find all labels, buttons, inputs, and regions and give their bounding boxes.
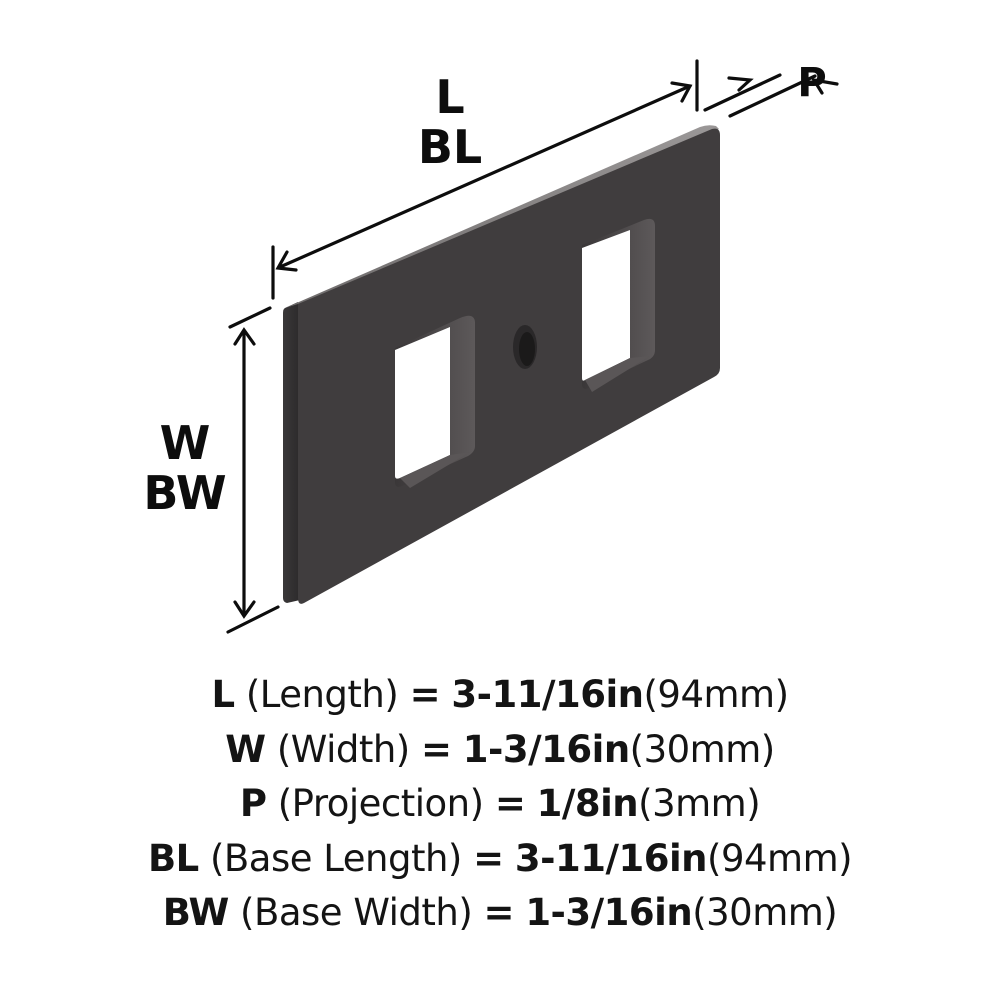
spec-width: W (Width) = 1-3/16in(30mm): [0, 723, 1000, 778]
spec-desc: (Projection): [277, 782, 484, 825]
spec-equals: =: [473, 836, 504, 880]
spec-abbr: BL: [147, 836, 199, 880]
length-dimension-label: L BL: [385, 72, 515, 172]
spec-abbr: P: [239, 782, 267, 825]
length-dimension: [271, 59, 699, 300]
spec-desc: (Base Length): [209, 836, 462, 880]
spec-desc: (Base Width): [240, 891, 473, 934]
spec-metric: (30mm): [629, 727, 776, 771]
spec-imperial: 1-3/16in: [525, 891, 693, 934]
spec-length: L (Length) = 3-11/16in(94mm): [0, 668, 1000, 723]
spec-imperial: 1-3/16in: [462, 727, 630, 771]
spec-metric: (3mm): [638, 782, 761, 825]
label-bl: BL: [417, 120, 483, 174]
spec-metric: (94mm): [707, 836, 853, 880]
spec-equals: =: [409, 673, 441, 716]
spec-equals: =: [494, 782, 526, 825]
spec-desc: (Length): [245, 673, 399, 716]
projection-dimension: [703, 73, 839, 118]
spec-projection: P (Projection) = 1/8in(3mm): [0, 777, 1000, 832]
dimension-spec-list: L (Length) = 3-11/16in(94mm) W (Width) =…: [0, 668, 1000, 941]
label-p: P: [797, 60, 827, 106]
label-w: W: [159, 416, 211, 470]
label-l: L: [435, 70, 465, 124]
width-dimension-label: W BW: [120, 418, 250, 518]
screw-hole: [513, 325, 537, 369]
spec-desc: (Width): [276, 727, 410, 771]
spec-equals: =: [483, 891, 515, 934]
label-bw: BW: [143, 466, 227, 520]
spec-equals: =: [421, 727, 452, 771]
width-dimension: [226, 306, 280, 634]
spec-imperial: 1/8in: [536, 782, 639, 825]
backplate: [283, 125, 720, 604]
plate-side-face: [283, 302, 300, 603]
plate-top-face: [285, 125, 719, 308]
spec-base-width: BW (Base Width) = 1-3/16in(30mm): [0, 886, 1000, 941]
spec-imperial: 3-11/16in: [514, 836, 708, 880]
plate-front-face: [298, 128, 720, 604]
spec-abbr: BW: [162, 891, 230, 934]
spec-metric: (30mm): [692, 891, 838, 934]
spec-abbr: L: [211, 673, 235, 716]
right-mounting-slot: [582, 218, 655, 392]
spec-base-length: BL (Base Length) = 3-11/16in(94mm): [0, 832, 1000, 887]
spec-metric: (94mm): [643, 673, 789, 716]
spec-imperial: 3-11/16in: [451, 673, 644, 716]
spec-abbr: W: [225, 727, 266, 771]
left-mounting-slot: [395, 315, 475, 488]
backplate-diagram: [226, 59, 839, 634]
